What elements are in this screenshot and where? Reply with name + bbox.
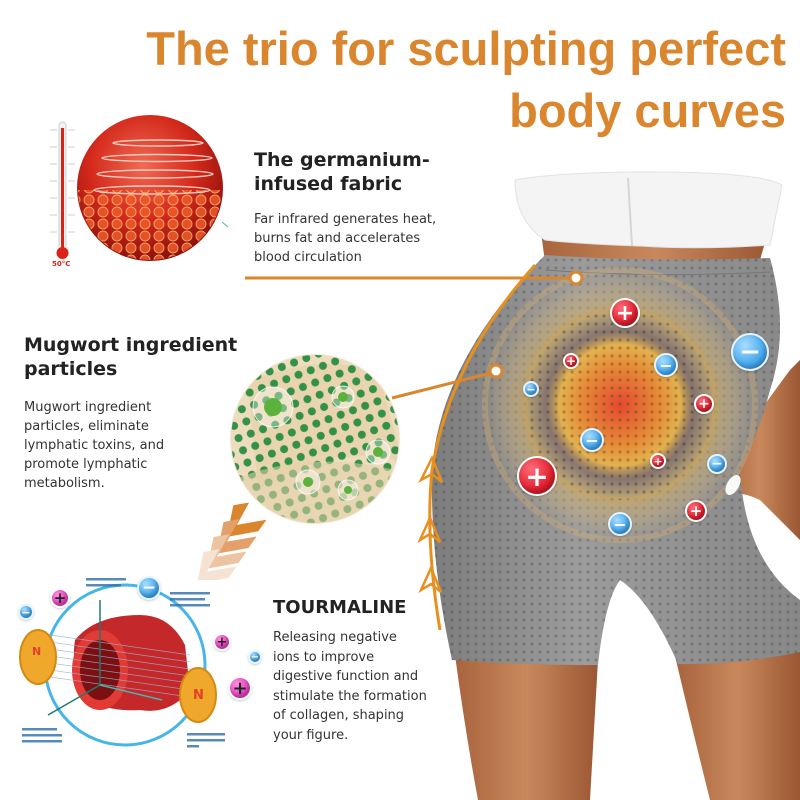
heading-line: The germanium- [254,149,430,171]
description-line: promote lymphatic [24,457,148,472]
positive-ion-icon: + [50,588,70,608]
heading-line: Mugwort ingredient [24,334,238,356]
feature-heading-mugwort: Mugwort ingredient particles [24,333,254,381]
description-line: Mugwort ingredient [24,400,152,415]
feature-description-tourmaline: Releasing negative ions to improve diges… [273,628,453,746]
hand [720,360,800,540]
description-line: burns fat and accelerates [254,231,421,246]
title-line-2: body curves [509,84,786,137]
chevron-arrows-icon [196,502,267,580]
positive-ion-icon: + [213,633,231,651]
positive-ion-icon: + [610,298,640,328]
left-leg [455,655,598,800]
negative-ion-icon: − [707,454,727,474]
description-line: Far infrared generates heat, [254,212,437,227]
right-leg [676,650,800,800]
mugwort-fabric-image [230,354,400,524]
negative-ion-icon: − [580,428,604,452]
feature-heading-germanium: The germanium- infused fabric [254,148,484,196]
positive-ion-icon: + [685,500,707,522]
curve-arrow-1 [418,454,444,484]
feature-description-germanium: Far infrared generates heat, burns fat a… [254,210,474,267]
description-line: particles, eliminate [24,419,149,434]
description-line: lymphatic toxins, and [24,438,165,453]
magnet-north-label: N [32,645,42,658]
connector-dot-2 [488,363,504,379]
tourmaline-magnetic-diagram [19,578,225,748]
positive-ion-icon: + [650,453,666,469]
magnet-north-label: N [193,688,204,703]
heading-line: infused fabric [254,173,403,195]
negative-ion-icon: − [654,353,678,377]
positive-ion-icon: + [517,456,557,496]
positive-ion-icon: + [563,353,579,369]
feature-description-mugwort: Mugwort ingredient particles, eliminate … [24,398,194,493]
thermometer-label: 50°C [52,260,71,268]
negative-ion-icon: − [248,650,262,664]
connector-line-2 [391,370,496,400]
description-line: metabolism. [24,476,105,491]
positive-ion-icon: + [694,394,714,414]
white-crop-top [514,171,783,249]
description-line: digestive function and [273,669,419,685]
negative-ion-icon: − [731,333,769,371]
description-line: blood circulation [254,250,362,265]
description-line: Releasing negative [273,630,397,645]
curve-arrow-2 [417,514,442,544]
description-line: ions to improve [273,649,375,665]
description-line: your figure. [273,727,349,743]
negative-ion-icon: − [523,381,539,397]
feature-heading-tourmaline: TOURMALINE [273,597,407,618]
connector-dot-1 [568,270,584,286]
description-line: of collagen, shaping [273,708,405,724]
heading-line: particles [24,358,118,380]
negative-ion-icon: − [608,512,632,536]
negative-ion-icon: − [18,604,34,620]
page-title: The trio for sculpting perfect body curv… [26,18,786,142]
negative-ion-icon: − [137,576,161,600]
description-line: stimulate the formation [273,688,427,704]
germanium-fabric-image [50,115,229,261]
title-line-1: The trio for sculpting perfect [146,22,786,75]
positive-ion-icon: + [228,676,252,700]
curve-arrow-3 [418,564,443,594]
